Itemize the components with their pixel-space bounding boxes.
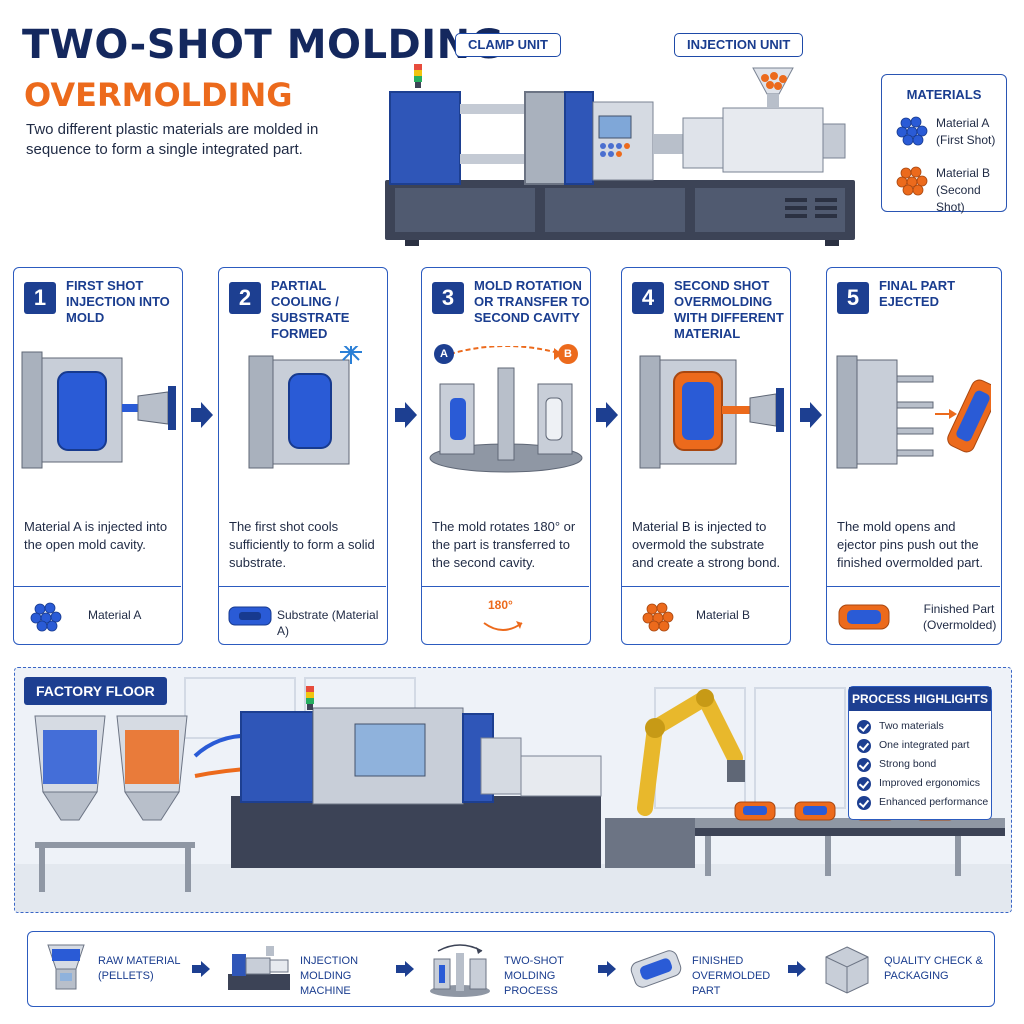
flow-step-label: TWO-SHOT MOLDING PROCESS [504, 955, 564, 997]
flow-step-label: QUALITY CHECK & PACKAGING [884, 955, 983, 982]
highlight-item: Strong bond [857, 757, 991, 775]
blue-pellets-icon [896, 116, 928, 146]
material-b-note: (Second Shot) [936, 183, 981, 214]
page-subtitle: OVERMOLDING [24, 76, 293, 114]
highlight-item: One integrated part [857, 738, 991, 756]
flow-step-two-shot: TWO-SHOT MOLDING PROCESS [426, 932, 606, 1006]
material-a-note: (First Shot) [936, 133, 996, 147]
material-a-label: Material A [936, 116, 990, 130]
arrow-right-icon [191, 402, 213, 428]
process-highlights-panel: PROCESS HIGHLIGHTS Two materials One int… [848, 686, 992, 820]
step-footer: Finished Part (Overmolded) [827, 586, 1000, 644]
arrow-right-icon [396, 961, 414, 977]
flow-step-quality-check: QUALITY CHECK & PACKAGING [818, 932, 994, 1006]
process-flow-bar: RAW MATERIAL (PELLETS) INJECTION MOLDING… [27, 931, 995, 1007]
injection-machine-illustration [385, 64, 855, 246]
material-b-label: Material B [936, 166, 991, 180]
overmold-injection-icon [639, 355, 784, 469]
page-description: Two different plastic materials are mold… [26, 121, 319, 158]
step-footer: Material A [14, 586, 181, 644]
part-icon [630, 950, 682, 988]
ejected-part-icon [836, 355, 991, 469]
highlights-title: PROCESS HIGHLIGHTS [849, 687, 991, 711]
step-footer: 180° [422, 586, 589, 644]
rotation-arrows-icon [483, 621, 523, 631]
step-footer-label: Substrate (Material A) [277, 608, 379, 638]
orange-pellets-icon [896, 166, 928, 196]
step-footer-label: Material A [88, 608, 142, 622]
marker-a: A [434, 344, 454, 364]
step-5-card: 5 FINAL PART EJECTED The mold opens and … [826, 267, 1002, 645]
mold-injection-icon [21, 351, 176, 469]
flow-step-label: FINISHED OVERMOLDED PART [692, 955, 771, 997]
step-description: The mold opens and ejector pins push out… [837, 519, 983, 570]
step-title: SECOND SHOT OVERMOLDING WITH DIFFERENT M… [674, 278, 784, 341]
materials-title: MATERIALS [906, 87, 982, 102]
step-footer: Substrate (Material A) [219, 586, 386, 644]
highlight-item: Two materials [857, 719, 991, 737]
arrow-right-icon [395, 402, 417, 428]
step-description: Material A is injected into the open mol… [24, 519, 168, 552]
step-footer: Material B [622, 586, 789, 644]
rotation-angle-label: 180° [488, 598, 513, 612]
step-number: 2 [229, 282, 261, 314]
step-1-card: 1 FIRST SHOT INJECTION INTO MOLD Materia… [13, 267, 183, 645]
box-icon [825, 946, 869, 994]
check-icon [857, 720, 871, 734]
step-2-card: 2 PARTIAL COOLING / SUBSTRATE FORMED The… [218, 267, 388, 645]
material-a-entry: Material A (First Shot) [892, 113, 1004, 153]
hopper-icon [47, 944, 85, 990]
injection-unit-callout: INJECTION UNIT [674, 33, 804, 57]
clamp-unit-callout: CLAMP UNIT [455, 33, 561, 57]
material-b-entry: Material B (Second Shot) [892, 163, 1004, 214]
factory-floor-illustration [15, 668, 1011, 912]
step-description: The first shot cools sufficiently to for… [229, 519, 375, 570]
substrate-part-icon [228, 606, 272, 626]
factory-floor-label: FACTORY FLOOR [24, 677, 167, 705]
step-number: 3 [432, 282, 464, 314]
flow-step-machine: INJECTION MOLDING MACHINE [222, 932, 402, 1006]
check-icon [857, 739, 871, 753]
arrow-right-icon [788, 961, 806, 977]
highlight-item: Enhanced performance [857, 795, 991, 813]
orange-pellets-icon [642, 602, 674, 632]
step-4-card: 4 SECOND SHOT OVERMOLDING WITH DIFFERENT… [621, 267, 791, 645]
flow-step-finished-part: FINISHED OVERMOLDED PART [624, 932, 804, 1006]
highlight-item: Improved ergonomics [857, 776, 991, 794]
step-footer-label: Finished Part (Overmolded) [923, 602, 997, 632]
arrow-right-icon [800, 402, 822, 428]
step-3-card: 3 MOLD ROTATION OR TRANSFER TO SECOND CA… [421, 267, 591, 645]
flow-step-raw-material: RAW MATERIAL (PELLETS) [38, 932, 208, 1006]
step-description: Material B is injected to overmold the s… [632, 519, 781, 570]
flow-step-label: RAW MATERIAL (PELLETS) [98, 955, 181, 982]
step-number: 1 [24, 282, 56, 314]
machine-icon [228, 946, 290, 990]
step-title: MOLD ROTATION OR TRANSFER TO SECOND CAVI… [474, 278, 590, 325]
step-number: 5 [837, 282, 869, 314]
flow-step-label: INJECTION MOLDING MACHINE [300, 955, 359, 997]
finished-part-icon [838, 604, 890, 630]
materials-legend: MATERIALS Material A (First Shot) Materia… [881, 74, 1007, 214]
rotating-mold-icon [429, 346, 583, 473]
cooling-mold-icon [248, 346, 362, 469]
check-icon [857, 796, 871, 810]
step-footer-label: Material B [696, 608, 751, 622]
page-title: TWO-SHOT MOLDING [22, 22, 504, 68]
arrow-right-icon [598, 961, 616, 977]
arrow-right-icon [596, 402, 618, 428]
step-title: PARTIAL COOLING / SUBSTRATE FORMED [271, 278, 350, 341]
factory-floor-panel [14, 667, 1012, 913]
step-description: The mold rotates 180° or the part is tra… [432, 519, 576, 570]
step-title: FIRST SHOT INJECTION INTO MOLD [66, 278, 170, 325]
rotating-mold-icon [430, 944, 490, 997]
step-title: FINAL PART EJECTED [879, 278, 956, 309]
blue-pellets-icon [30, 602, 62, 632]
step-number: 4 [632, 282, 664, 314]
arrow-right-icon [192, 961, 210, 977]
check-icon [857, 777, 871, 791]
marker-b: B [558, 344, 578, 364]
check-icon [857, 758, 871, 772]
